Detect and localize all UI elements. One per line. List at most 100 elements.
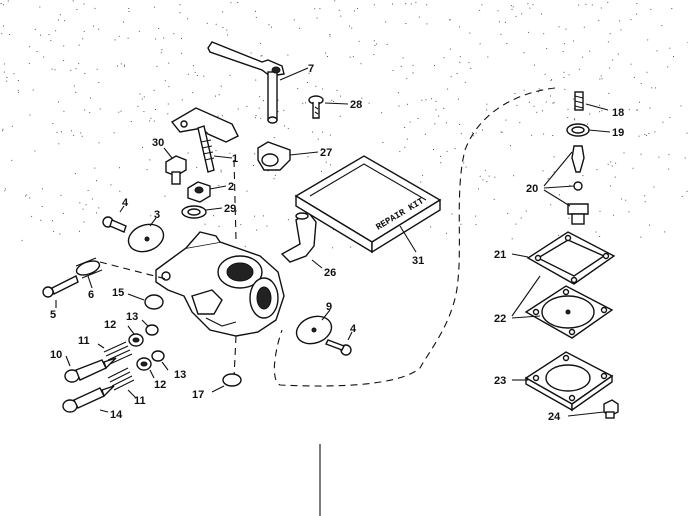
callout-31: 31 [412, 255, 424, 267]
scan-speck [271, 26, 272, 28]
scan-speck [287, 54, 289, 56]
scan-speck [601, 110, 603, 112]
scan-speck [653, 186, 655, 188]
callout-4a: 4 [122, 197, 129, 209]
scan-speck [273, 178, 275, 180]
scan-speck [72, 0, 74, 2]
scan-speck [470, 67, 472, 69]
scan-speck [32, 89, 34, 91]
scan-speck [647, 39, 649, 41]
scan-speck [409, 121, 411, 123]
scan-speck [154, 6, 155, 8]
scan-speck [322, 131, 324, 133]
scan-speck [94, 167, 96, 169]
scan-speck [41, 206, 43, 207]
scan-speck [361, 97, 363, 99]
scan-speck [607, 41, 609, 43]
scan-speck [120, 63, 122, 65]
scan-speck [664, 231, 666, 233]
scan-speck [611, 165, 613, 167]
part-washer-13b [151, 350, 165, 362]
scan-speck [562, 51, 564, 52]
scan-speck [623, 152, 625, 154]
scan-speck [457, 98, 459, 100]
scan-speck [553, 156, 555, 158]
scan-speck [613, 214, 614, 216]
scan-speck [381, 112, 383, 114]
callout-4b: 4 [350, 323, 357, 335]
scan-speck [116, 65, 118, 67]
scan-speck [479, 175, 481, 177]
scan-speck [74, 173, 76, 175]
scan-speck [569, 184, 571, 186]
callout-21: 21 [494, 249, 506, 261]
scan-speck [64, 20, 66, 22]
scan-speck [312, 131, 314, 133]
callout-23: 23 [494, 375, 506, 387]
callout-1: 1 [232, 153, 238, 165]
scan-speck [167, 113, 169, 115]
scan-speck [6, 80, 8, 82]
scan-speck [119, 167, 120, 169]
part-bracket [170, 107, 239, 173]
scan-speck [6, 77, 8, 78]
scan-speck [119, 190, 121, 192]
scan-speck [504, 21, 506, 23]
part-elbow-26 [280, 211, 317, 263]
scan-speck [374, 45, 376, 46]
scan-speck [226, 29, 228, 31]
callout-10: 10 [50, 349, 62, 361]
scan-speck [192, 92, 194, 94]
scan-speck [11, 159, 13, 161]
scan-speck [528, 31, 530, 33]
scan-speck [475, 215, 477, 217]
scan-speck [497, 10, 499, 12]
scan-speck [640, 83, 642, 84]
scan-speck [258, 107, 260, 109]
scan-speck [459, 61, 461, 63]
scan-speck [668, 168, 670, 170]
scan-speck [667, 66, 669, 68]
scan-speck [460, 223, 462, 225]
scan-speck [139, 93, 141, 95]
scan-speck [59, 233, 61, 235]
scan-speck [244, 245, 246, 247]
scan-speck [533, 105, 535, 107]
scan-speck [599, 78, 601, 80]
scan-speck [127, 37, 129, 39]
scan-speck [573, 118, 575, 120]
callout-28: 28 [350, 99, 362, 111]
scan-speck [415, 2, 417, 4]
scan-speck [305, 102, 306, 104]
scan-speck [163, 37, 165, 39]
scan-speck [553, 102, 555, 104]
scan-speck [376, 43, 378, 45]
scan-speck [336, 89, 338, 91]
scan-speck [373, 4, 375, 6]
scan-speck [36, 51, 38, 52]
scan-speck [349, 25, 350, 27]
scan-speck [392, 3, 393, 5]
scan-speck [90, 97, 91, 99]
scan-speck [297, 88, 299, 90]
scan-speck [610, 185, 612, 187]
scan-speck [568, 74, 570, 76]
scan-speck [352, 56, 354, 58]
scan-speck [648, 133, 650, 134]
part-clip-27 [257, 141, 291, 171]
scan-speck [512, 6, 514, 8]
scan-speck [614, 176, 616, 178]
scan-speck [39, 6, 41, 8]
scan-speck [498, 21, 500, 23]
scan-speck [644, 134, 646, 136]
scan-speck [542, 170, 544, 172]
callout-13a: 13 [126, 311, 138, 323]
scan-speck [222, 27, 224, 28]
scan-speck [599, 104, 601, 106]
part-needle-screw-10 [64, 357, 117, 383]
scan-speck [155, 38, 157, 40]
callout-19: 19 [612, 127, 624, 139]
scan-speck [161, 49, 163, 51]
scan-speck [181, 99, 183, 101]
scan-speck [227, 34, 229, 36]
